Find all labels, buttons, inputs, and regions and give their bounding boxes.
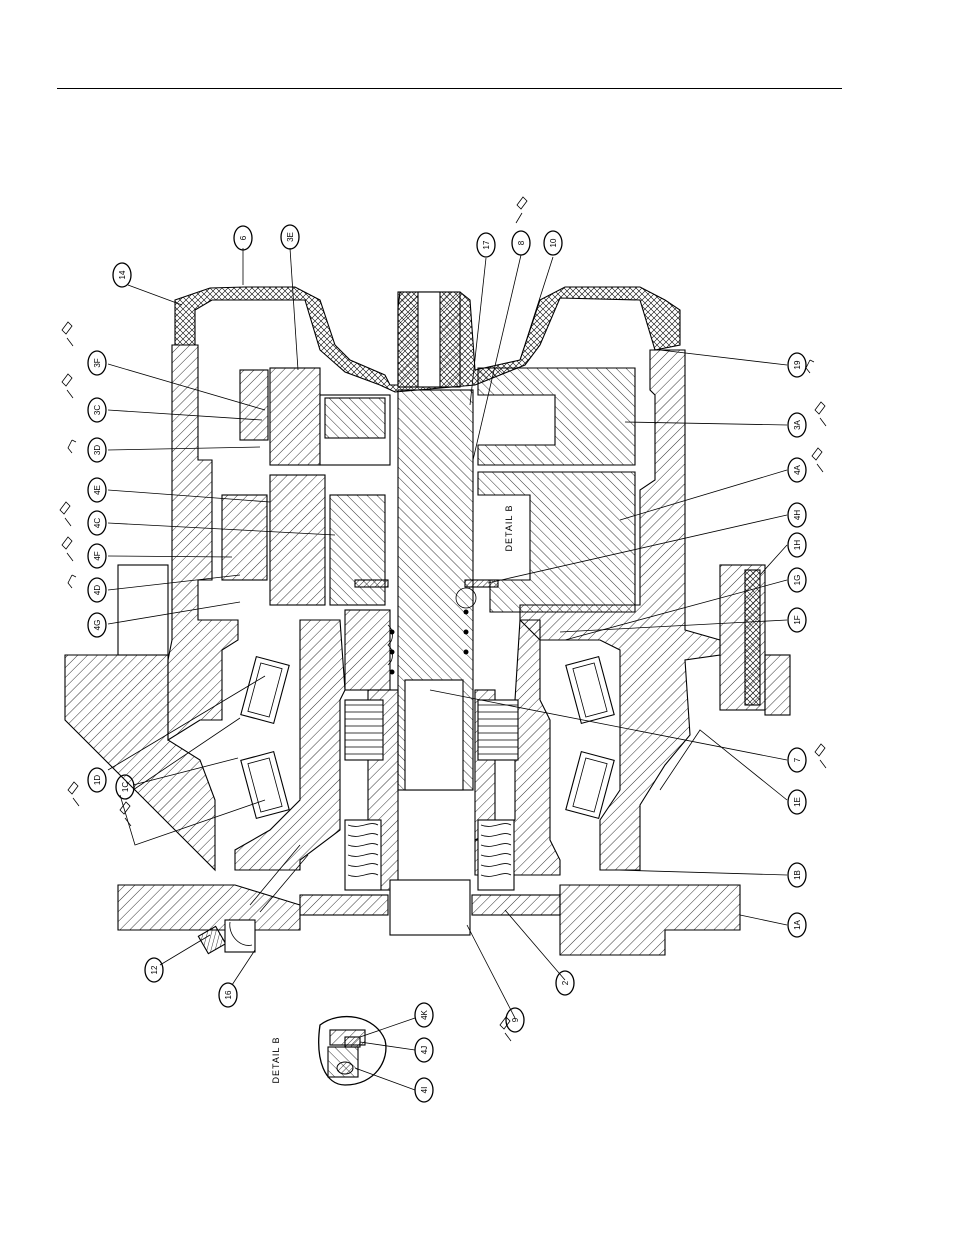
washer-4H [465, 580, 498, 587]
svg-text:12: 12 [150, 965, 159, 974]
svg-text:4D: 4D [93, 585, 102, 595]
lube-icon [812, 448, 823, 472]
svg-text:4C: 4C [93, 518, 102, 528]
callout-2: 2 [556, 971, 574, 995]
callout-16: 16 [219, 983, 237, 1007]
svg-text:1F: 1F [793, 615, 802, 624]
washer-left [355, 580, 388, 587]
svg-text:14: 14 [118, 270, 127, 279]
svg-text:4H: 4H [793, 510, 802, 520]
callout-4I: 4I [415, 1078, 433, 1102]
lube-icon [62, 322, 73, 346]
lube-icon [516, 197, 527, 223]
callout-1F: 1F [788, 608, 806, 632]
svg-text:4J: 4J [420, 1046, 429, 1054]
callout-4J: 4J [415, 1038, 433, 1062]
bearing-1D-upper [241, 657, 289, 724]
callout-1H: 1H [788, 533, 806, 557]
detail-b-inset [319, 1017, 386, 1085]
lube-icon [815, 402, 826, 426]
svg-text:10: 10 [549, 238, 558, 247]
callout-6: 6 [234, 226, 252, 250]
svg-text:3E: 3E [286, 232, 295, 242]
callout-7: 7 [788, 748, 806, 772]
callout-4D: 4D [88, 578, 106, 602]
callout-4G: 4G [88, 613, 106, 637]
svg-text:17: 17 [482, 240, 491, 249]
svg-text:4F: 4F [93, 551, 102, 560]
svg-text:3D: 3D [93, 445, 102, 455]
lube-icon [62, 374, 73, 398]
lube-icon [68, 575, 76, 588]
detail-b-label-main: DETAIL B [504, 504, 514, 551]
callout-8: 8 [512, 231, 530, 255]
svg-text:1C: 1C [121, 782, 130, 792]
svg-text:19: 19 [793, 360, 802, 369]
lube-icon [62, 537, 73, 561]
lube-icon [815, 744, 826, 768]
callout-4H: 4H [788, 503, 806, 527]
brake-disc-stack-right [478, 700, 518, 760]
bearing-right-upper [566, 657, 614, 724]
callout-1D: 1D [88, 768, 106, 792]
callout-4A: 4A [788, 458, 806, 482]
svg-text:8: 8 [517, 240, 526, 245]
callout-4C: 4C [88, 511, 106, 535]
svg-text:9: 9 [511, 1017, 520, 1022]
bearing-1D-lower [241, 752, 289, 819]
callout-3D: 3D [88, 438, 106, 462]
svg-text:1E: 1E [793, 797, 802, 807]
svg-text:3C: 3C [93, 405, 102, 415]
callout-3F: 3F [88, 351, 106, 375]
callout-4K: 4K [415, 1003, 433, 1027]
bearing-right-lower [566, 752, 614, 819]
lube-icon [60, 502, 71, 526]
svg-text:4E: 4E [93, 485, 102, 495]
svg-text:1B: 1B [793, 870, 802, 880]
callout-17: 17 [477, 233, 495, 257]
callout-1E: 1E [788, 790, 806, 814]
svg-text:4G: 4G [93, 620, 102, 631]
callout-1G: 1G [788, 568, 806, 592]
svg-text:3F: 3F [93, 358, 102, 367]
callout-19: 19 [788, 353, 806, 377]
svg-text:16: 16 [224, 990, 233, 999]
svg-text:1D: 1D [93, 775, 102, 785]
svg-text:1A: 1A [793, 919, 802, 929]
callout-1A: 1A [788, 913, 806, 937]
callout-4F: 4F [88, 544, 106, 568]
carrier-3A [478, 368, 635, 465]
callout-14: 14 [113, 263, 131, 287]
lube-icon [806, 360, 814, 373]
gear-3E [240, 368, 390, 465]
spring-stack-right [478, 820, 514, 890]
svg-text:4K: 4K [420, 1009, 429, 1019]
svg-text:7: 7 [793, 757, 802, 762]
callout-3E: 3E [281, 225, 299, 249]
callout-1B: 1B [788, 863, 806, 887]
lube-icon [68, 440, 76, 453]
svg-text:4I: 4I [420, 1087, 429, 1094]
spring-stack-left [345, 820, 381, 890]
callout-3A: 3A [788, 413, 806, 437]
callout-3C: 3C [88, 398, 106, 422]
callout-4E: 4E [88, 478, 106, 502]
svg-text:1G: 1G [793, 575, 802, 586]
housing-left-wall [65, 345, 238, 870]
lube-icon [68, 782, 79, 806]
brake-disc-stack-left [345, 700, 383, 760]
detail-b-label-inset: DETAIL B [271, 1036, 281, 1083]
carrier-4A [478, 472, 635, 612]
callout-12: 12 [145, 958, 163, 982]
svg-text:3A: 3A [793, 419, 802, 429]
svg-text:1H: 1H [793, 540, 802, 550]
svg-text:6: 6 [239, 235, 248, 240]
callout-10: 10 [544, 231, 562, 255]
svg-text:4A: 4A [793, 464, 802, 474]
svg-text:2: 2 [561, 980, 570, 985]
